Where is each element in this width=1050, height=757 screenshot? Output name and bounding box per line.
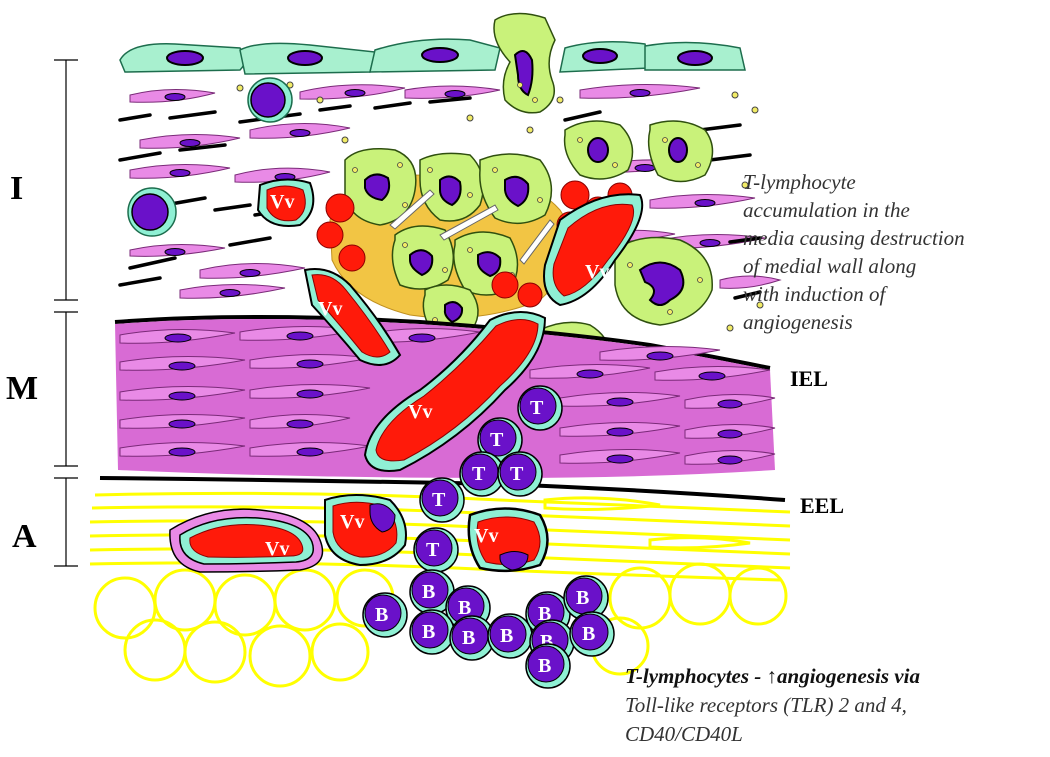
vv-label-3: Vv [585,261,609,283]
t-cell-label: T [426,539,440,561]
b-cell-label: B [422,621,435,643]
vv-label-1: Vv [270,191,294,213]
b-cell-label: B [422,581,435,603]
t-cell: T [518,386,562,430]
b-cell-label: B [462,627,475,649]
t-cell-label: T [432,489,446,511]
t-cell-label: T [510,463,524,485]
vv-label-2: Vv [318,298,342,320]
annotation-line: with induction of [743,280,965,308]
iel-label: IEL [790,366,828,392]
footnote: T-lymphocytes - ↑angiogenesis via Toll-l… [625,662,920,749]
layer-label-adventitia: A [12,518,37,556]
t-cell-label: T [490,429,504,451]
b-cell: B [570,612,614,656]
footnote-line: Toll-like receptors (TLR) 2 and 4, [625,691,920,720]
b-cell-label: B [576,587,589,609]
layer-label-media: M [6,370,38,408]
layer-label-intima: I [10,170,23,208]
annotation-line: of medial wall along [743,252,965,280]
b-cell: B [488,614,532,658]
b-cell-label: B [582,623,595,645]
b-cell-label: B [538,655,551,677]
b-cell: B [363,593,407,637]
eel-label: EEL [800,493,844,519]
footnote-line: CD40/CD40L [625,720,920,749]
b-lymphocytes: B B B B B B B B B B B [363,570,614,688]
vv-label-7: Vv [474,525,498,547]
t-cell-label: T [472,463,486,485]
t-cell-label: T [530,397,544,419]
b-cell: B [410,610,454,654]
vv-label-4: Vv [408,401,432,423]
annotation-line: accumulation in the [743,196,965,224]
layer-bracket [54,60,78,566]
vv-label-5: Vv [265,538,289,560]
annotation-line: angiogenesis [743,308,965,336]
t-cell: T [414,528,458,572]
b-cell-label: B [375,604,388,626]
b-cell-label: B [500,625,513,647]
b-cell: B [526,644,570,688]
annotation-line: media causing destruction [743,224,965,252]
annotation-line: T-lymphocyte [743,168,965,196]
t-cell: T [420,478,464,522]
footnote-title: T-lymphocytes - ↑angiogenesis via [625,662,920,691]
vv-label-6: Vv [340,511,364,533]
t-cell: T [498,452,542,496]
annotation-text: T-lymphocyte accumulation in the media c… [743,168,965,336]
